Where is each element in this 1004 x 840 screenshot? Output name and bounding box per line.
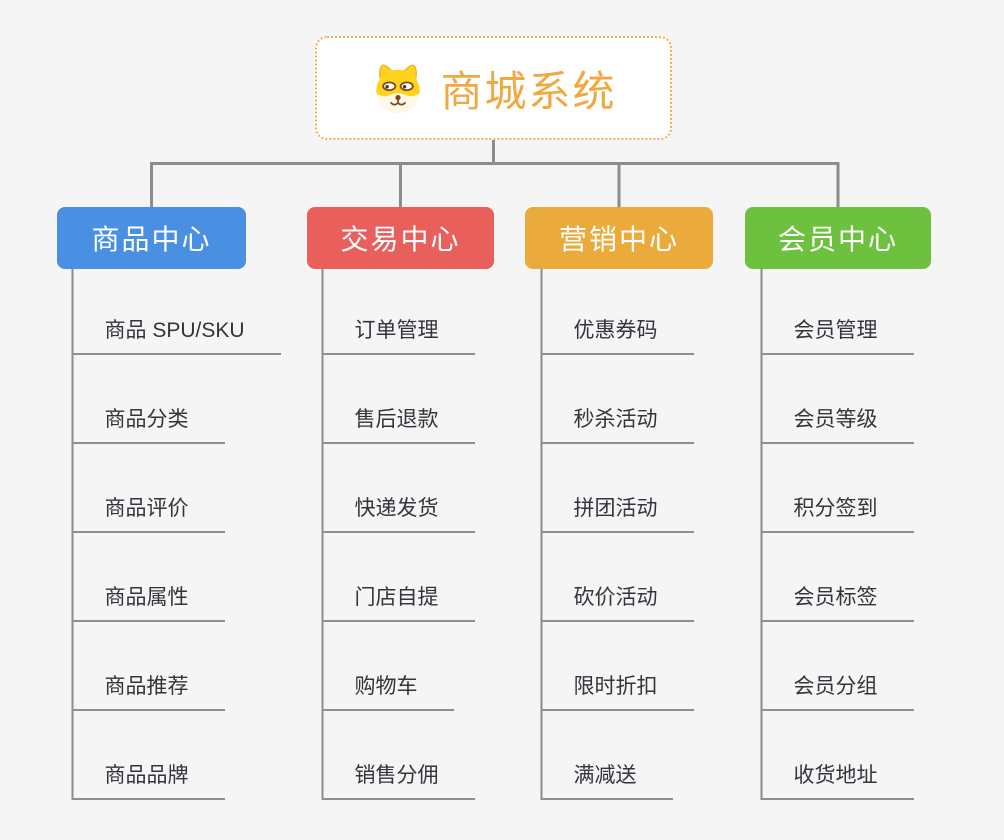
root-topic-label: 商城系统 [440,67,617,115]
root-topic[interactable]: 商城系统 [315,36,672,140]
leaf-topic[interactable]: 优惠券码 [540,317,694,355]
leaf-topic[interactable]: 商品评价 [71,495,225,533]
leaf-topic[interactable]: 限时折扣 [540,673,694,711]
leaf-topic[interactable]: 快递发货 [321,495,475,533]
branch-member-center[interactable]: 会员中心 [745,207,931,269]
leaf-topic[interactable]: 商品属性 [71,584,225,622]
leaf-topic[interactable]: 会员标签 [760,584,914,622]
leaf-topic[interactable]: 销售分佣 [321,762,475,800]
leaf-topic[interactable]: 拼团活动 [540,495,694,533]
leaf-topic[interactable]: 门店自提 [321,584,475,622]
branch-label: 商品中心 [91,224,212,255]
branch-trade-center[interactable]: 交易中心 [307,207,494,269]
leaf-topic[interactable]: 积分签到 [760,495,914,533]
leaf-topic[interactable]: 商品品牌 [71,762,225,800]
branch-label: 会员中心 [777,224,898,255]
leaf-topic[interactable]: 会员管理 [760,317,914,355]
leaf-topic[interactable]: 订单管理 [321,317,475,355]
leaf-topic[interactable]: 会员分组 [760,673,914,711]
leaf-topic[interactable]: 商品推荐 [71,673,225,711]
leaf-topic[interactable]: 会员等级 [760,406,914,444]
leaf-topic[interactable]: 秒杀活动 [540,406,694,444]
leaf-topic[interactable]: 砍价活动 [540,584,694,622]
branch-label: 交易中心 [340,224,461,255]
dog-face-icon [376,64,421,114]
branch-label: 营销中心 [558,224,679,255]
leaf-topic[interactable]: 商品 SPU/SKU [71,317,281,355]
leaf-topic[interactable]: 收货地址 [760,762,914,800]
leaf-topic[interactable]: 购物车 [321,673,454,711]
branch-marketing-center[interactable]: 营销中心 [525,207,713,269]
leaf-topic[interactable]: 满减送 [540,762,673,800]
branch-product-center[interactable]: 商品中心 [57,207,246,269]
leaf-topic[interactable]: 商品分类 [71,406,225,444]
leaf-topic[interactable]: 售后退款 [321,406,475,444]
